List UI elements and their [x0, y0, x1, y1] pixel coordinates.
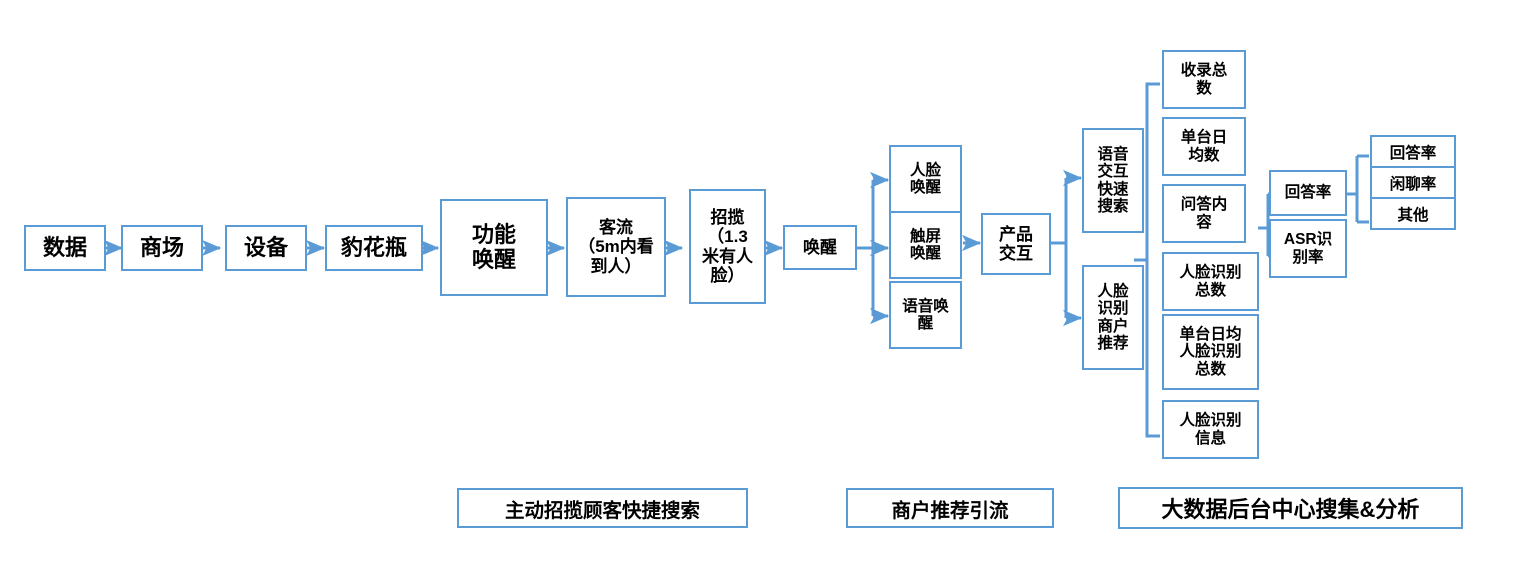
- node-other[interactable]: 其他: [1397, 206, 1429, 224]
- node-voice-wake[interactable]: 语音唤 醒: [889, 281, 962, 349]
- caption-bigdata-center[interactable]: 大数据后台中心搜集&分析: [1118, 487, 1463, 529]
- node-touch-wake[interactable]: 触屏 唤醒: [889, 211, 962, 279]
- node-customer-traffic[interactable]: 客流 （5m内看 到人）: [566, 197, 666, 297]
- node-voice-interaction-search[interactable]: 语音 交互 快速 搜索: [1082, 128, 1144, 233]
- node-total-collected[interactable]: 收录总 数: [1162, 50, 1246, 109]
- node-function-wake[interactable]: 功能 唤醒: [440, 199, 548, 296]
- node-daily-average-per-unit[interactable]: 单台日 均数: [1162, 117, 1246, 176]
- node-data[interactable]: 数据: [24, 225, 106, 271]
- node-wake[interactable]: 唤醒: [783, 225, 857, 270]
- node-asr-recognition-rate[interactable]: ASR识 别率: [1269, 219, 1347, 278]
- node-leopard-vase[interactable]: 豹花瓶: [325, 225, 423, 271]
- node-answer-rate[interactable]: 回答率: [1269, 170, 1347, 216]
- node-chat-rate[interactable]: 闲聊率: [1372, 168, 1454, 199]
- node-product-interaction[interactable]: 产品 交互: [981, 213, 1051, 275]
- node-qa-content[interactable]: 问答内 容: [1162, 184, 1246, 243]
- node-device[interactable]: 设备: [225, 225, 307, 271]
- answer-breakdown-stack: 回答率 闲聊率 其他: [1370, 135, 1456, 230]
- node-solicit[interactable]: 招揽 （1.3 米有人 脸）: [689, 189, 766, 304]
- caption-active-customer-search[interactable]: 主动招揽顾客快捷搜索: [457, 488, 748, 528]
- node-face-reco-daily-average[interactable]: 单台日均 人脸识别 总数: [1162, 314, 1259, 390]
- node-answer-rate-detail[interactable]: 回答率: [1372, 137, 1454, 168]
- node-mall[interactable]: 商场: [121, 225, 203, 271]
- node-face-reco-info[interactable]: 人脸识别 信息: [1162, 400, 1259, 459]
- node-face-reco-merchant-rec[interactable]: 人脸 识别 商户 推荐: [1082, 265, 1144, 370]
- node-face-reco-total[interactable]: 人脸识别 总数: [1162, 252, 1259, 311]
- node-face-wake[interactable]: 人脸 唤醒: [889, 145, 962, 213]
- caption-merchant-recommendation[interactable]: 商户推荐引流: [846, 488, 1054, 528]
